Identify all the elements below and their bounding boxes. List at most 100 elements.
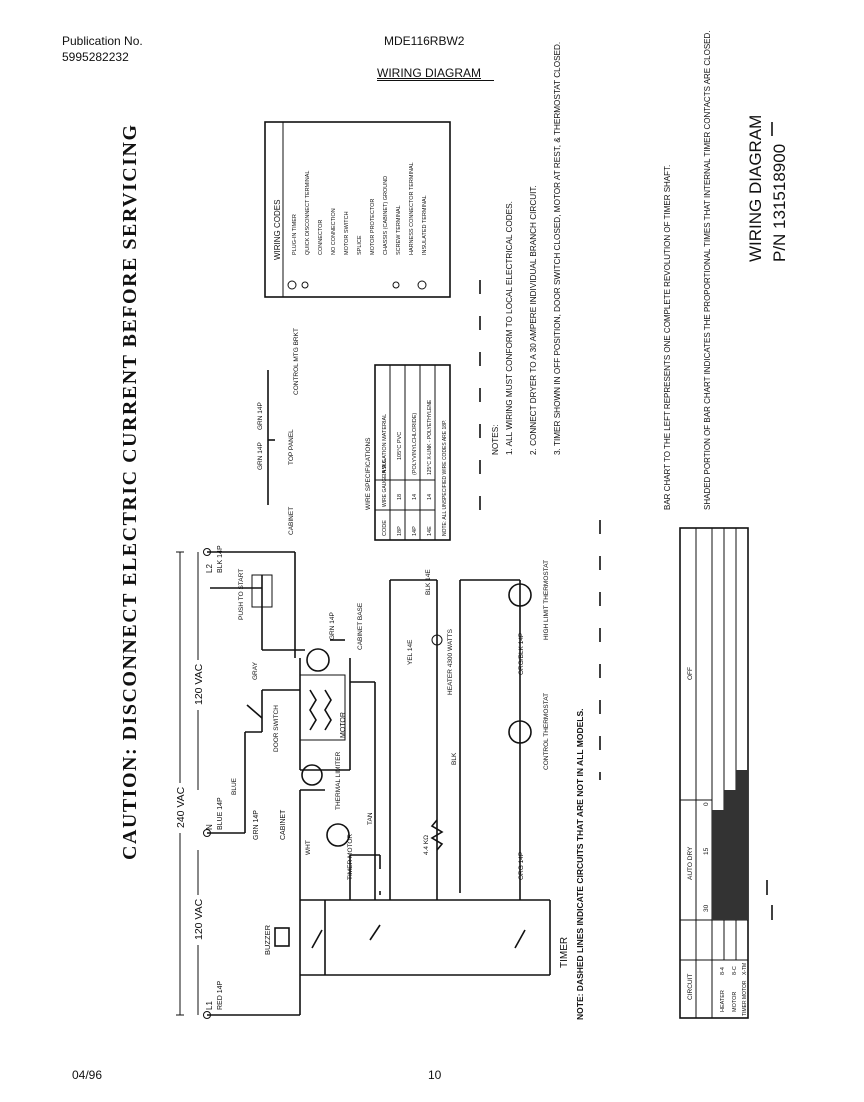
svg-text:GRN 14P: GRN 14P — [329, 612, 336, 640]
section-title: WIRING DIAGRAM — [377, 66, 481, 80]
svg-text:3. TIMER SHOWN IN OFF POSITION: 3. TIMER SHOWN IN OFF POSITION, DOOR SWI… — [553, 42, 562, 455]
header-rule — [377, 80, 494, 81]
svg-text:14: 14 — [427, 494, 433, 500]
notes-block: NOTES: 1. ALL WIRING MUST CONFORM TO LOC… — [491, 42, 562, 455]
svg-text:GRAY: GRAY — [252, 661, 259, 680]
svg-text:NOTES:: NOTES: — [491, 425, 500, 455]
svg-text:0: 0 — [703, 802, 710, 806]
svg-text:CONTROL MTG BRKT: CONTROL MTG BRKT — [293, 328, 300, 395]
svg-text:GRN 14P: GRN 14P — [257, 402, 264, 430]
svg-text:THERMAL LIMITER: THERMAL LIMITER — [335, 751, 342, 810]
svg-text:SHADED PORTION OF BAR CHART IN: SHADED PORTION OF BAR CHART INDICATES TH… — [703, 31, 712, 511]
push-to-start-symbol: PUSH TO START — [238, 569, 273, 620]
svg-text:CODE: CODE — [382, 520, 388, 536]
model-number: MDE116RBW2 — [384, 34, 465, 48]
wiring-lines — [207, 280, 601, 1016]
svg-text:15: 15 — [703, 847, 710, 855]
svg-text:TAN: TAN — [367, 812, 374, 825]
ground-panel: GRN 14P GRN 14P CABINET TOP PANEL CONTRO… — [257, 328, 300, 535]
voltage-240: 240 VAC — [175, 786, 187, 828]
high-limit-thermostat-symbol: HIGH LIMIT THERMOSTAT — [508, 560, 550, 640]
svg-text:30: 30 — [703, 904, 710, 912]
svg-text:INSULATION MATERIAL: INSULATION MATERIAL — [382, 414, 388, 475]
svg-text:MOTOR: MOTOR — [340, 712, 347, 738]
svg-text:CHASSIS (CABINET) GROUND: CHASSIS (CABINET) GROUND — [383, 176, 389, 255]
diagram-part-number: P/N 131518900 — [770, 144, 789, 262]
svg-text:HARNESS CONNECTOR TERMINAL: HARNESS CONNECTOR TERMINAL — [409, 162, 415, 255]
svg-text:INSULATED TERMINAL: INSULATED TERMINAL — [422, 195, 428, 255]
svg-text:2. CONNECT DRYER TO A 30 AMPER: 2. CONNECT DRYER TO A 30 AMPERE INDIVIDU… — [529, 185, 538, 455]
svg-text:SPLICE: SPLICE — [357, 235, 363, 255]
svg-text:MOTOR: MOTOR — [732, 992, 738, 1012]
svg-text:TOP PANEL: TOP PANEL — [288, 429, 295, 465]
svg-text:AUTO DRY: AUTO DRY — [687, 846, 694, 880]
timer-label: TIMER — [559, 937, 570, 968]
svg-text:125°C X-LINK - POLYETHYLENE: 125°C X-LINK - POLYETHYLENE — [427, 399, 433, 475]
svg-text:N: N — [205, 824, 214, 830]
svg-text:8-C: 8-C — [732, 966, 738, 975]
svg-text:HIGH LIMIT THERMOSTAT: HIGH LIMIT THERMOSTAT — [543, 560, 550, 640]
terminal-block: L1 RED 14P L2 BLK 14P N BLUE 14P GRN 14P… — [203, 545, 287, 1019]
timer-bar-chart: CIRCUIT AUTO DRY OFF 30 15 0 HEATER 8-4 … — [679, 527, 773, 1019]
svg-text:WIRE GAUGE A.W.G.: WIRE GAUGE A.W.G. — [382, 458, 388, 507]
wire-color-labels: BLUE GRAY TAN WHT BLK BLK 14E YEL 14E OR… — [231, 569, 525, 880]
svg-text:DOOR SWITCH: DOOR SWITCH — [273, 705, 280, 752]
svg-text:YEL 14E: YEL 14E — [407, 639, 414, 665]
resistor-label: 4.4 KΩ — [423, 835, 430, 855]
svg-text:BLK 14P: BLK 14P — [217, 545, 224, 573]
svg-text:TIMER MOTOR: TIMER MOTOR — [742, 980, 748, 1016]
svg-text:NO CONNECTION: NO CONNECTION — [331, 208, 337, 255]
svg-text:14E: 14E — [427, 526, 433, 536]
svg-text:14: 14 — [412, 494, 418, 500]
svg-text:1. ALL WIRING MUST CONFORM TO: 1. ALL WIRING MUST CONFORM TO LOCAL ELEC… — [505, 201, 514, 455]
svg-text:WIRING CODES: WIRING CODES — [273, 200, 282, 260]
svg-text:QUICK DISCONNECT TERMINAL: QUICK DISCONNECT TERMINAL — [305, 171, 311, 255]
svg-text:BLUE: BLUE — [231, 777, 238, 795]
svg-text:18: 18 — [397, 494, 403, 500]
voltage-indicators: 240 VAC 120 VAC 120 VAC — [172, 551, 206, 1016]
bar-chart-notes: BAR CHART TO THE LEFT REPRESENTS ONE COM… — [663, 31, 712, 511]
svg-text:WIRE SPECIFICATIONS: WIRE SPECIFICATIONS — [365, 437, 372, 510]
svg-text:GRN 14P: GRN 14P — [253, 810, 260, 840]
svg-text:CONNECTOR: CONNECTOR — [318, 220, 324, 255]
motor-symbol: MOTOR — [299, 648, 347, 741]
svg-text:CONTROL THERMOSTAT: CONTROL THERMOSTAT — [543, 693, 550, 770]
svg-text:L2: L2 — [205, 564, 214, 573]
thermal-limiter-symbol: THERMAL LIMITER — [301, 751, 342, 810]
timer-motor-symbol: TIMER MOTOR — [326, 823, 354, 880]
svg-text:TIMER MOTOR: TIMER MOTOR — [347, 834, 354, 880]
svg-text:MOTOR PROTECTOR: MOTOR PROTECTOR — [370, 199, 376, 255]
publication-label: Publication No. — [62, 34, 143, 48]
svg-text:18P: 18P — [397, 526, 403, 536]
svg-text:CABINET: CABINET — [288, 507, 295, 535]
svg-text:L1: L1 — [205, 1001, 214, 1010]
svg-text:BAR CHART TO THE LEFT REPRESEN: BAR CHART TO THE LEFT REPRESENTS ONE COM… — [663, 165, 672, 510]
svg-text:NOTE: ALL UNSPECIFIED WIRE COD: NOTE: ALL UNSPECIFIED WIRE CODES ARE 18P… — [442, 420, 448, 536]
svg-text:ORG/BLK 14P: ORG/BLK 14P — [518, 633, 525, 675]
svg-text:GRN 14P: GRN 14P — [257, 442, 264, 470]
wiring-codes-legend: WIRING CODES PLUG-IN TIMER QUICK DISCONN… — [264, 121, 451, 298]
footer-date: 04/96 — [72, 1068, 103, 1082]
svg-text:SCREW TERMINAL: SCREW TERMINAL — [396, 205, 402, 255]
diagram-title-line1: WIRING DIAGRAM — [746, 115, 765, 262]
svg-text:PLUG-IN TIMER: PLUG-IN TIMER — [292, 214, 298, 255]
voltage-120-bottom: 120 VAC — [193, 898, 205, 940]
cabinet-base-label: CABINET BASE — [357, 602, 364, 650]
door-switch-symbol: DOOR SWITCH — [246, 704, 280, 752]
svg-text:8-4: 8-4 — [720, 967, 726, 975]
wire-specs-table: WIRE SPECIFICATIONS CODE WIRE GAUGE A.W.… — [365, 364, 451, 541]
svg-text:MOTOR SWITCH: MOTOR SWITCH — [344, 211, 350, 255]
voltage-120-top: 120 VAC — [193, 663, 205, 705]
svg-text:105°C PVC: 105°C PVC — [397, 432, 403, 460]
svg-text:(POLYVINYLCHLORIDE): (POLYVINYLCHLORIDE) — [412, 413, 418, 475]
svg-text:ORG 14P: ORG 14P — [518, 852, 525, 880]
svg-text:14P: 14P — [412, 526, 418, 536]
svg-text:BUZZER: BUZZER — [263, 924, 272, 955]
publication-number: 5995282232 — [62, 50, 129, 64]
dashed-lines-note: NOTE: DASHED LINES INDICATE CIRCUITS THA… — [575, 708, 585, 1020]
svg-text:BLUE 14P: BLUE 14P — [217, 797, 224, 830]
svg-text:RED 14P: RED 14P — [217, 980, 224, 1010]
svg-text:CABINET: CABINET — [280, 809, 287, 840]
heater-symbol: HEATER 4300 WATTS — [431, 628, 454, 695]
